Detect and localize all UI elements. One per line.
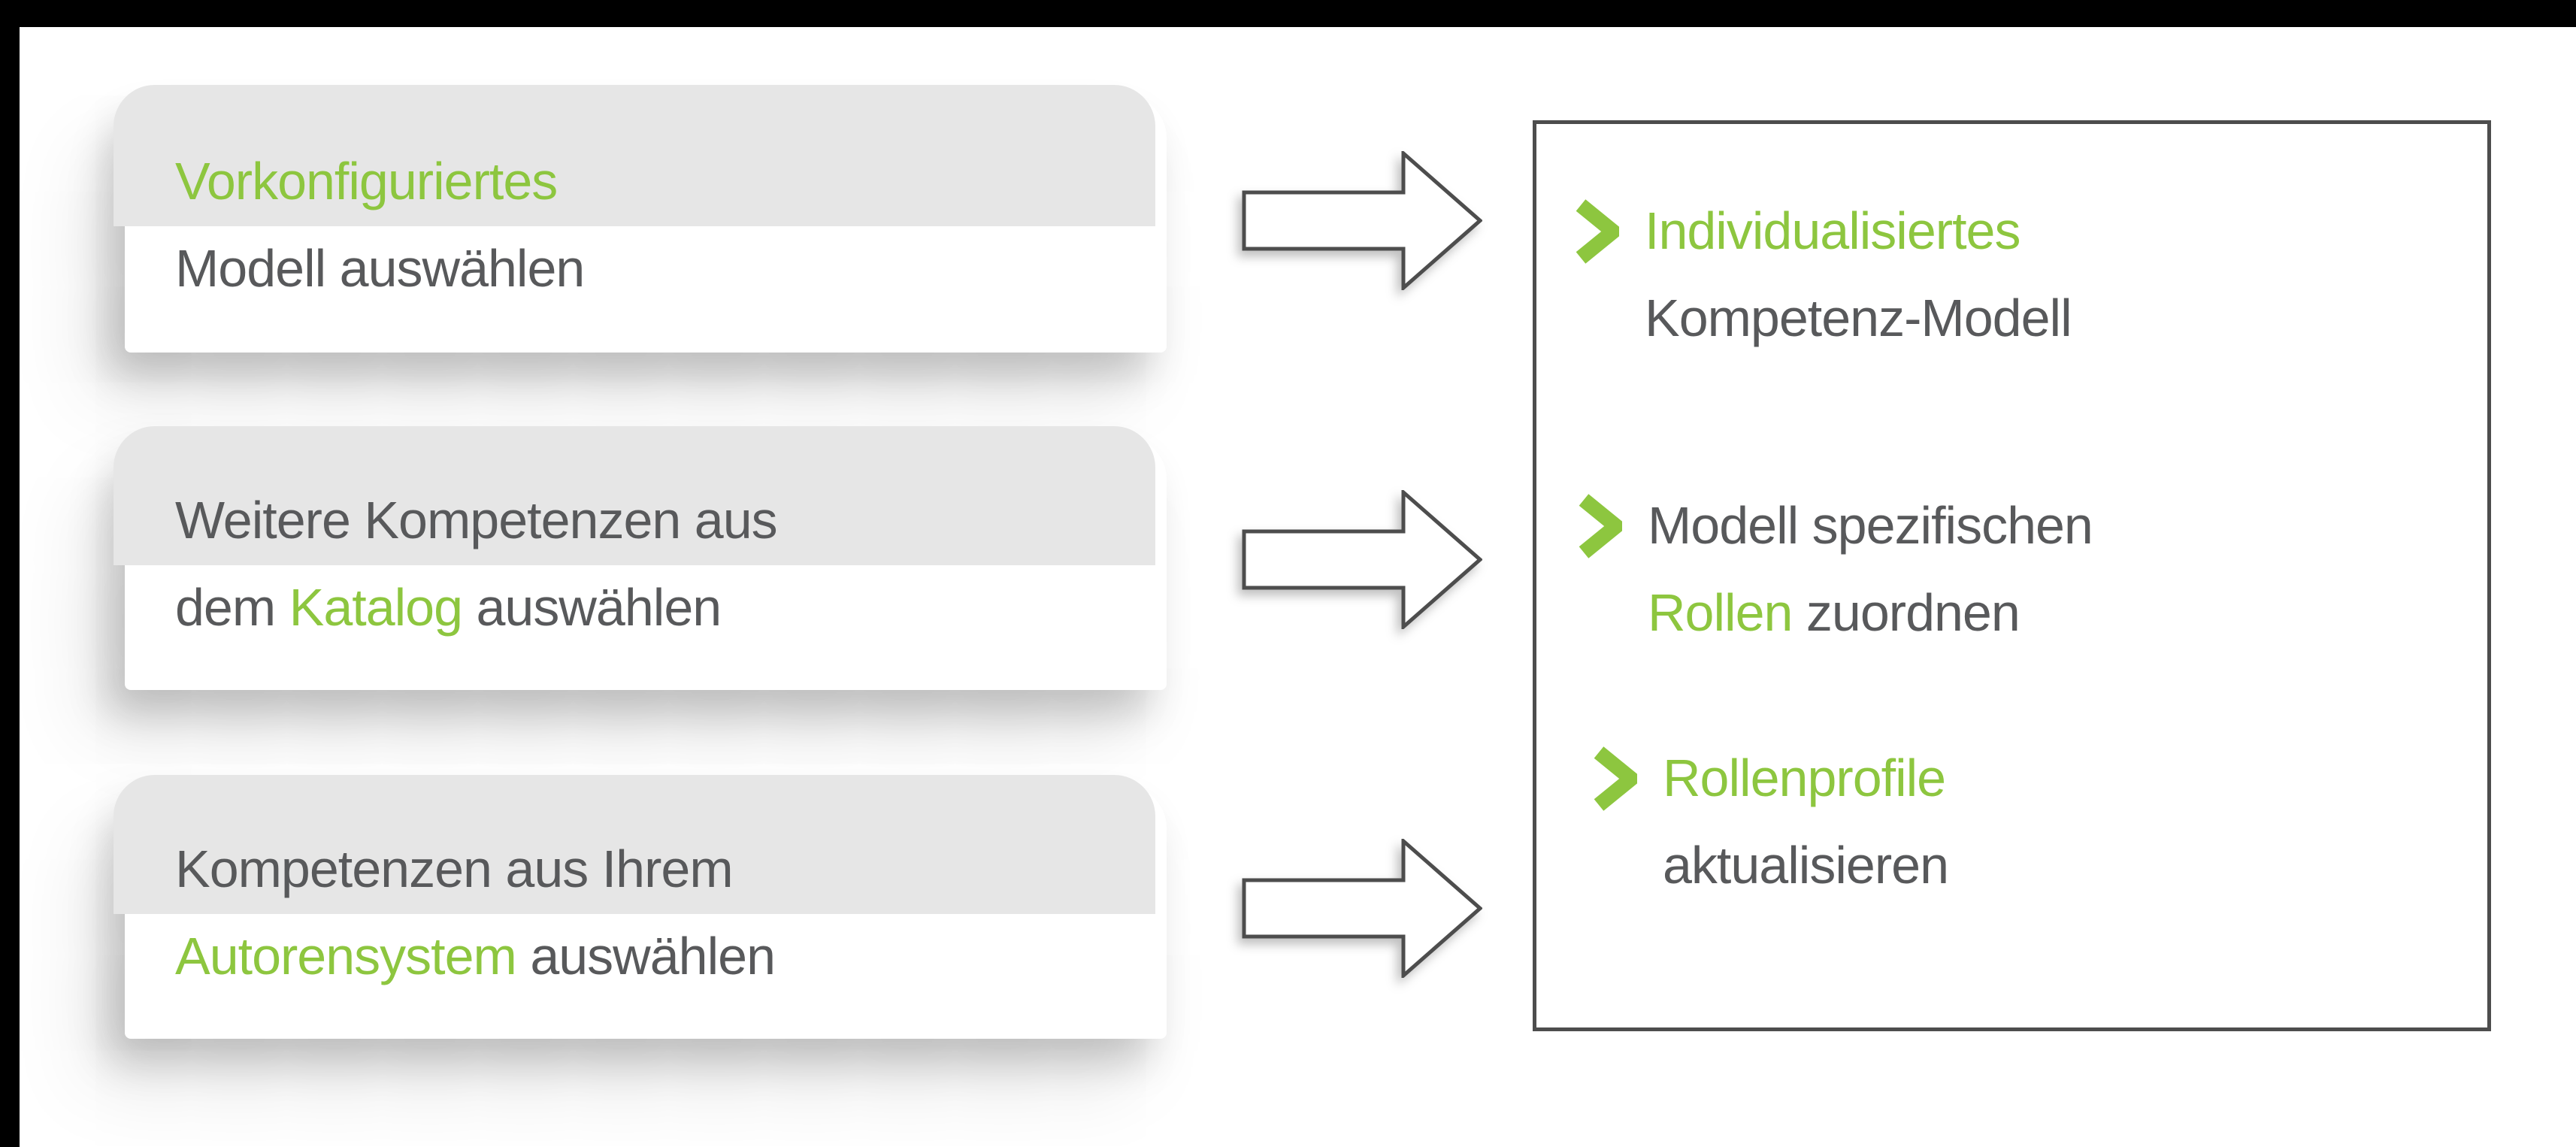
result-item-lines: Modell spezifischen Rollen zuordnen: [1648, 482, 2093, 656]
arrow-right-icon: [1242, 490, 1482, 629]
card-line: Modell auswählen: [175, 225, 1167, 312]
card-autorensystem: Kompetenzen aus Ihrem Autorensystem ausw…: [114, 775, 1167, 1039]
text-segment: Modell auswählen: [175, 238, 585, 298]
result-item-lines: Individualisiertes Kompetenz-Modell: [1645, 187, 2072, 362]
result-item-lines: Rollenprofile aktualisieren: [1663, 734, 1949, 909]
text-segment: zuordnen: [1792, 583, 2021, 642]
text-segment: Kompetenzen aus Ihrem: [175, 840, 734, 898]
result-line: aktualisieren: [1663, 822, 1949, 909]
chevron-right-icon: [1576, 199, 1619, 264]
text-segment: dem: [175, 578, 289, 637]
arrow-right-icon: [1242, 839, 1482, 978]
letterbox-left-bar: [0, 27, 20, 1147]
card-line: Autorensystem auswählen: [175, 912, 1167, 1000]
text-segment: Kompetenz-Modell: [1645, 289, 2072, 347]
result-item: Individualisiertes Kompetenz-Modell: [1576, 187, 2072, 362]
text-segment: Autorensystem: [175, 927, 517, 985]
card-line: Kompetenzen aus Ihrem: [175, 825, 1167, 912]
result-line: Kompetenz-Modell: [1645, 274, 2072, 362]
result-line: Rollen zuordnen: [1648, 569, 2093, 656]
text-segment: auswählen: [516, 927, 776, 985]
text-segment: Rollenprofile: [1663, 749, 1946, 807]
text-segment: Weitere Kompetenzen aus: [175, 491, 778, 549]
card-line: dem Katalog auswählen: [175, 564, 1167, 651]
text-segment: auswählen: [462, 578, 722, 637]
letterbox-top-bar: [0, 0, 2576, 27]
text-segment: aktualisieren: [1663, 836, 1949, 894]
card-katalog: Weitere Kompetenzen aus dem Katalog ausw…: [114, 426, 1167, 690]
text-segment: Modell spezifischen: [1648, 496, 2093, 555]
text-segment: Vorkonfiguriertes: [175, 151, 558, 210]
result-line: Modell spezifischen: [1648, 482, 2093, 569]
result-item: Rollenprofile aktualisieren: [1594, 734, 1949, 909]
text-segment: Rollen: [1648, 583, 1793, 642]
result-item: Modell spezifischen Rollen zuordnen: [1579, 482, 2093, 656]
result-box: Individualisiertes Kompetenz-Modell Mode…: [1533, 120, 2491, 1031]
arrow-right-icon: [1242, 151, 1482, 290]
card-line: Weitere Kompetenzen aus: [175, 477, 1167, 564]
result-line: Rollenprofile: [1663, 734, 1948, 822]
card-line: Vorkonfiguriertes: [175, 138, 1167, 225]
result-line: Individualisiertes: [1645, 187, 2072, 274]
text-segment: Katalog: [289, 578, 463, 637]
text-segment: Individualisiertes: [1645, 201, 2021, 260]
chevron-right-icon: [1594, 746, 1637, 811]
chevron-right-icon: [1579, 494, 1622, 558]
card-vorkonfiguriertes-modell: Vorkonfiguriertes Modell auswählen: [114, 85, 1167, 353]
